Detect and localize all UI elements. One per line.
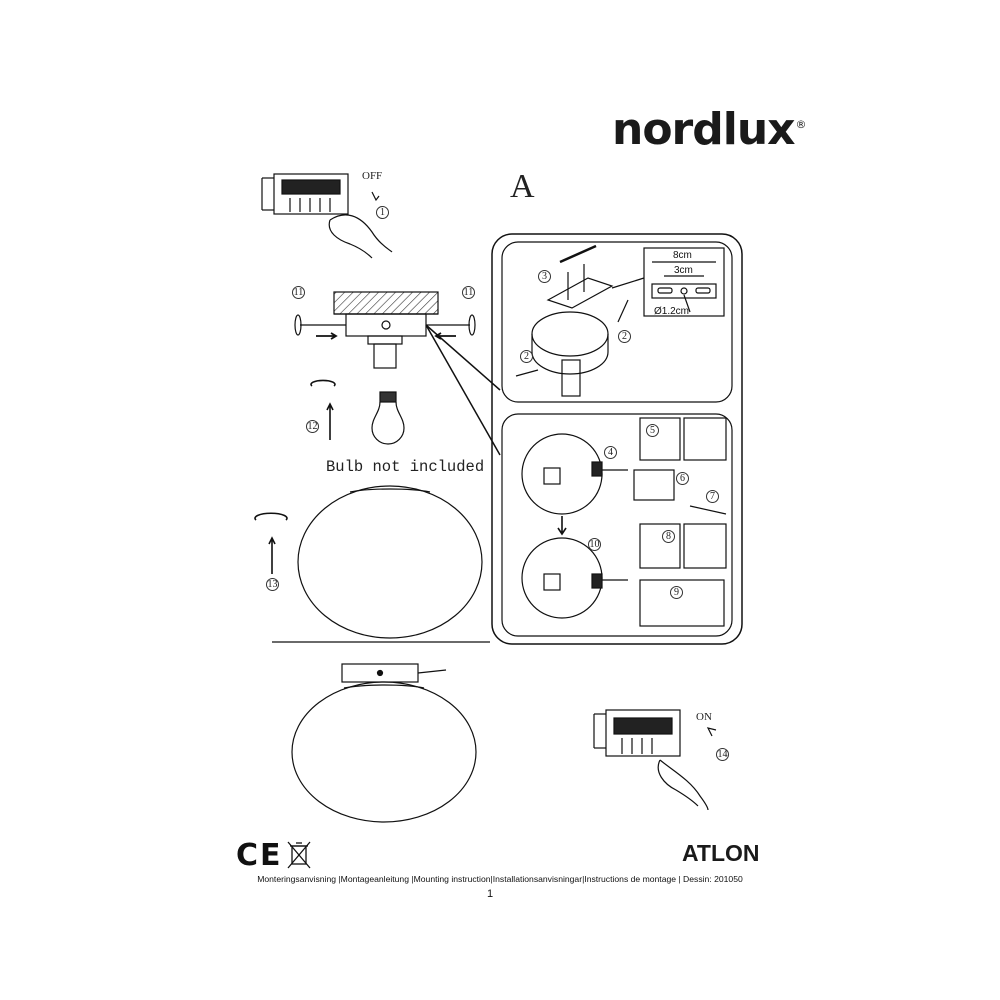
step-13-marker: 13: [266, 578, 279, 591]
step-11-marker-right: 11: [462, 286, 475, 299]
fuse-box-on-drawing: [593, 709, 717, 811]
footer-instructions: Monteringsanvisning |Montageanleitung |M…: [257, 874, 743, 884]
wiring-detail: [501, 413, 733, 637]
bracket-outer-dimension: 8cm: [673, 250, 692, 261]
step-2-marker-right: 2: [618, 330, 631, 343]
section-label: A: [510, 168, 535, 205]
switch-off-label: OFF: [362, 170, 383, 182]
bracket-hole-diameter: Ø1.2cm: [654, 306, 690, 317]
step-2-marker-left: 2: [520, 350, 533, 363]
step-12-marker: 12: [306, 420, 319, 433]
step-14-marker: 14: [716, 748, 729, 761]
step-1-marker: 1: [376, 206, 389, 219]
bracket-inner-dimension: 3cm: [674, 265, 693, 276]
bulb-not-included-note: Bulb not included: [326, 458, 485, 476]
ce-mark: CE: [236, 838, 283, 873]
step-4-marker: 4: [604, 446, 617, 459]
step-11-marker-left: 11: [292, 286, 305, 299]
step-8-marker: 8: [662, 530, 675, 543]
bulb-drawing: [310, 379, 405, 445]
product-name: ATLON: [682, 840, 760, 866]
step-3-marker: 3: [538, 270, 551, 283]
glass-globe-drawing: [254, 485, 483, 639]
bracket-detail: [501, 241, 733, 403]
switch-on-label: ON: [696, 711, 712, 723]
ceiling-mount-drawing: [294, 291, 476, 369]
nordlux-logo: nordlux®: [612, 104, 807, 155]
crossed-out-bin-icon: [287, 841, 311, 869]
logo-text: nordlux: [612, 104, 796, 155]
page-number: 1: [486, 888, 494, 900]
step-5-marker: 5: [646, 424, 659, 437]
detail-panel-frame: [425, 233, 743, 645]
registered-mark: ®: [795, 118, 807, 132]
step-6-marker: 6: [676, 472, 689, 485]
fuse-box-off-drawing: [261, 173, 393, 259]
step-9-marker: 9: [670, 586, 683, 599]
step-10-marker: 10: [588, 538, 601, 551]
finished-lamp-drawing: [291, 663, 477, 823]
step-7-marker: 7: [706, 490, 719, 503]
